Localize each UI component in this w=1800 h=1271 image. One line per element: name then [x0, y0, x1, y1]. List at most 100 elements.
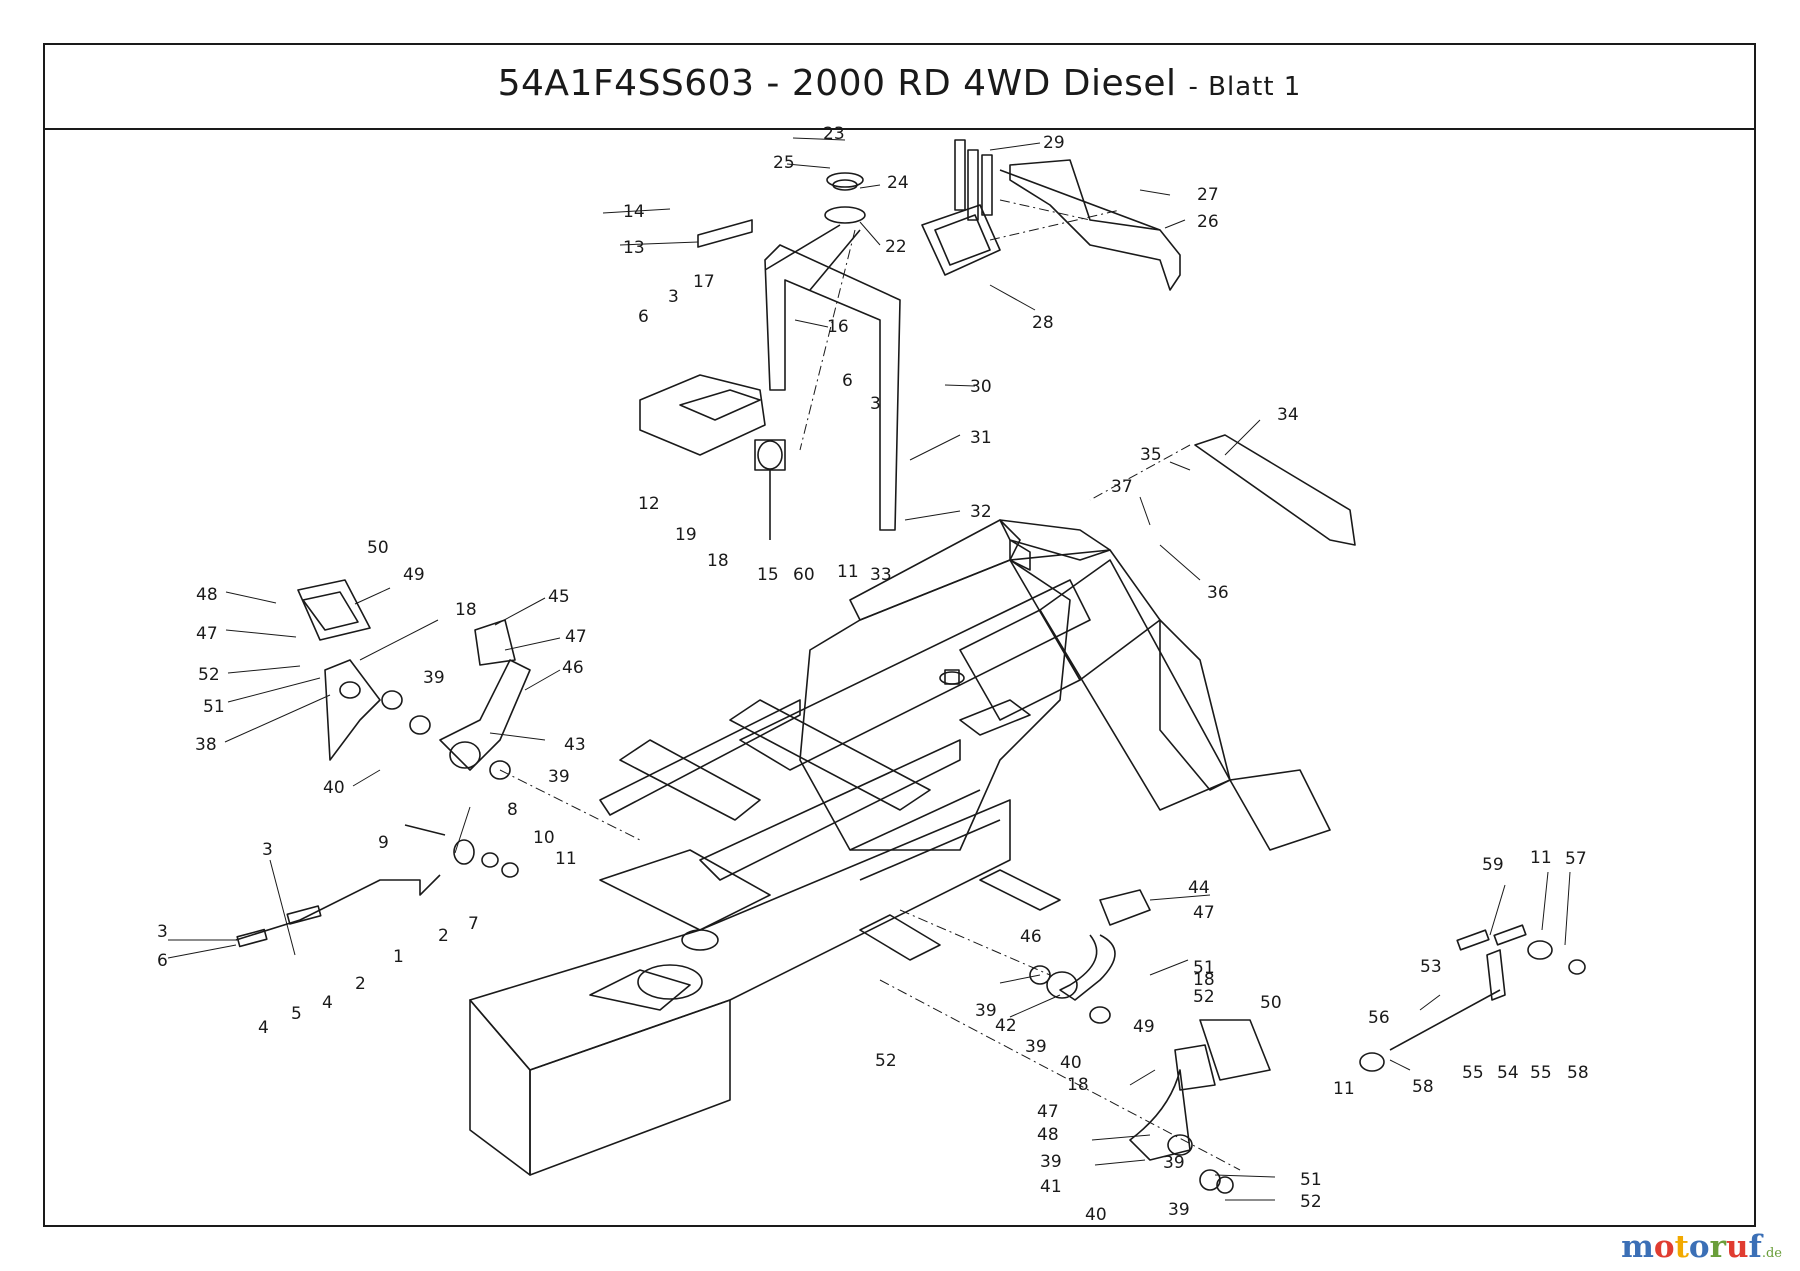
callout-label: 29	[1043, 133, 1065, 153]
callout-label: 33	[870, 565, 892, 585]
callout-label: 6	[638, 307, 649, 327]
logo-letter: m	[1621, 1229, 1654, 1265]
callout-label: 57	[1565, 849, 1587, 869]
diagram-title: 54A1F4SS603 - 2000 RD 4WD Diesel	[497, 63, 1177, 104]
callout-label: 51	[1193, 958, 1215, 978]
callout-label: 14	[623, 202, 645, 222]
callout-label: 51	[1300, 1170, 1322, 1190]
linkage-rod	[1359, 924, 1586, 1072]
callout-label: 40	[1060, 1053, 1082, 1073]
callout-label: 42	[995, 1016, 1017, 1036]
callout-label: 13	[623, 238, 645, 258]
callout-label: 39	[423, 668, 445, 688]
callout-label: 36	[1207, 583, 1229, 603]
callout-label: 52	[875, 1051, 897, 1071]
shift-rod	[235, 824, 519, 948]
callout-label: 15	[757, 565, 779, 585]
callout-label: 40	[1085, 1205, 1107, 1225]
callout-label: 47	[1037, 1102, 1059, 1122]
callout-label: 3	[668, 287, 679, 307]
callout-label: 54	[1497, 1063, 1519, 1083]
logo-letter: o	[1688, 1229, 1710, 1265]
callout-label: 30	[970, 377, 992, 397]
callout-label: 27	[1197, 185, 1219, 205]
callout-label: 38	[195, 735, 217, 755]
callout-label: 41	[1040, 1177, 1062, 1197]
logo-letter: t	[1674, 1229, 1689, 1265]
callout-label: 25	[773, 153, 795, 173]
callout-label: 37	[1111, 477, 1133, 497]
logo-letter: o	[1653, 1229, 1675, 1265]
callout-label: 35	[1140, 445, 1162, 465]
callout-label: 11	[837, 562, 859, 582]
callout-label: 60	[793, 565, 815, 585]
callout-label: 47	[196, 624, 218, 644]
callout-label: 47	[1193, 903, 1215, 923]
callout-label: 23	[823, 124, 845, 144]
assembly-lines	[499, 199, 1241, 1171]
callout-label: 18	[1067, 1075, 1089, 1095]
callout-label: 2	[355, 974, 366, 994]
callout-label: 9	[378, 833, 389, 853]
callout-label: 39	[548, 767, 570, 787]
callout-label: 24	[887, 173, 909, 193]
callout-label: 19	[675, 525, 697, 545]
callout-label: 56	[1368, 1008, 1390, 1028]
callout-label: 6	[157, 951, 168, 971]
callout-label: 1	[393, 947, 404, 967]
callout-label: 18	[455, 600, 477, 620]
page-title: 54A1F4SS603 - 2000 RD 4WD Diesel - Blatt…	[45, 63, 1754, 104]
callout-label: 39	[1040, 1152, 1062, 1172]
brake-pedal-assembly	[297, 579, 531, 780]
callout-label: 48	[1037, 1125, 1059, 1145]
callout-label: 22	[885, 237, 907, 257]
callout-label: 3	[870, 394, 881, 414]
callout-label: 39	[1163, 1153, 1185, 1173]
callout-label: 4	[258, 1018, 269, 1038]
callout-label: 39	[975, 1001, 997, 1021]
callout-label: 11	[1530, 848, 1552, 868]
callout-label: 55	[1530, 1063, 1552, 1083]
callout-label: 58	[1412, 1077, 1434, 1097]
callout-label: 11	[555, 849, 577, 869]
callout-label: 3	[157, 922, 168, 942]
callout-label: 49	[1133, 1017, 1155, 1037]
callout-label: 39	[1168, 1200, 1190, 1220]
callout-label: 7	[468, 914, 479, 934]
callout-label: 2	[438, 926, 449, 946]
callout-label: 12	[638, 494, 660, 514]
callout-label: 48	[196, 585, 218, 605]
callout-label: 46	[562, 658, 584, 678]
callout-label: 17	[693, 272, 715, 292]
callout-label: 34	[1277, 405, 1299, 425]
callout-label: 52	[198, 665, 220, 685]
hood-body	[799, 519, 1231, 851]
callout-label: 50	[1260, 993, 1282, 1013]
callout-label: 59	[1482, 855, 1504, 875]
callout-label: 44	[1188, 878, 1210, 898]
callout-label: 6	[842, 371, 853, 391]
callout-label: 4	[322, 993, 333, 1013]
logo-letter: r	[1709, 1229, 1726, 1265]
callout-label: 51	[203, 697, 225, 717]
drive-pedal-assembly	[1029, 889, 1271, 1194]
callout-label: 16	[827, 317, 849, 337]
callout-label: 52	[1193, 987, 1215, 1007]
drawing-sheet: 54A1F4SS603 - 2000 RD 4WD Diesel - Blatt…	[43, 43, 1756, 1227]
callout-label: 50	[367, 538, 389, 558]
callout-label: 32	[970, 502, 992, 522]
logo-suffix: .de	[1761, 1246, 1782, 1261]
callout-label: 11	[1333, 1079, 1355, 1099]
logo-letter: u	[1725, 1229, 1749, 1265]
callout-label: 31	[970, 428, 992, 448]
callout-label: 40	[323, 778, 345, 798]
callout-label: 39	[1025, 1037, 1047, 1057]
callout-label: 55	[1462, 1063, 1484, 1083]
sheet-number: - Blatt 1	[1188, 72, 1302, 102]
steering-column	[639, 172, 901, 540]
callout-label: 46	[1020, 927, 1042, 947]
motoruf-logo: motoruf.de	[1621, 1229, 1782, 1265]
logo-letter: f	[1748, 1229, 1762, 1265]
callout-label: 53	[1420, 957, 1442, 977]
callout-label: 18	[707, 551, 729, 571]
